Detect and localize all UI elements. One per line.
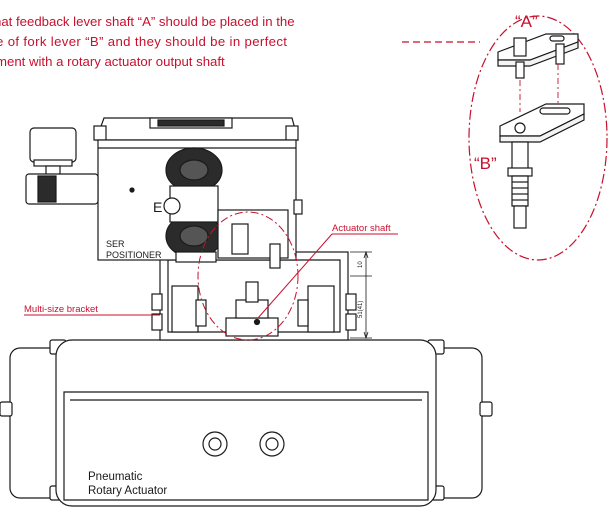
positioner-label-line2: POSITIONER [106, 250, 162, 260]
part-a-label: “A” [515, 12, 538, 31]
callouts [24, 15, 608, 341]
bracket-label: Multi-size bracket [24, 304, 98, 315]
dimension-top: 10 [358, 261, 364, 268]
positioner-label-line1: SER [106, 239, 125, 249]
actuator-label-line1: Pneumatic [88, 471, 143, 483]
part-b-label: “B” [474, 154, 497, 173]
instruction-line-1: hat feedback lever shaft “A” should be p… [0, 14, 295, 29]
actuator-shaft-label: Actuator shaft [332, 223, 391, 234]
dimension-side: 51(41) [358, 301, 364, 318]
instruction-line-2: e of fork lever “B” and they should be i… [0, 34, 288, 49]
dimension-lines [350, 250, 372, 340]
positioner-e-mark: E [153, 199, 162, 215]
rotary-actuator [0, 339, 493, 507]
detail-feedback-lever [497, 33, 585, 229]
actuator-shaft [225, 281, 279, 337]
instruction-line-3: ment with a rotary actuator output shaft [0, 54, 225, 69]
positioner [25, 117, 303, 269]
actuator-label-line2: Rotary Actuator [88, 485, 167, 497]
mounting-instruction-text: hat feedback lever shaft “A” should be p… [0, 12, 420, 72]
